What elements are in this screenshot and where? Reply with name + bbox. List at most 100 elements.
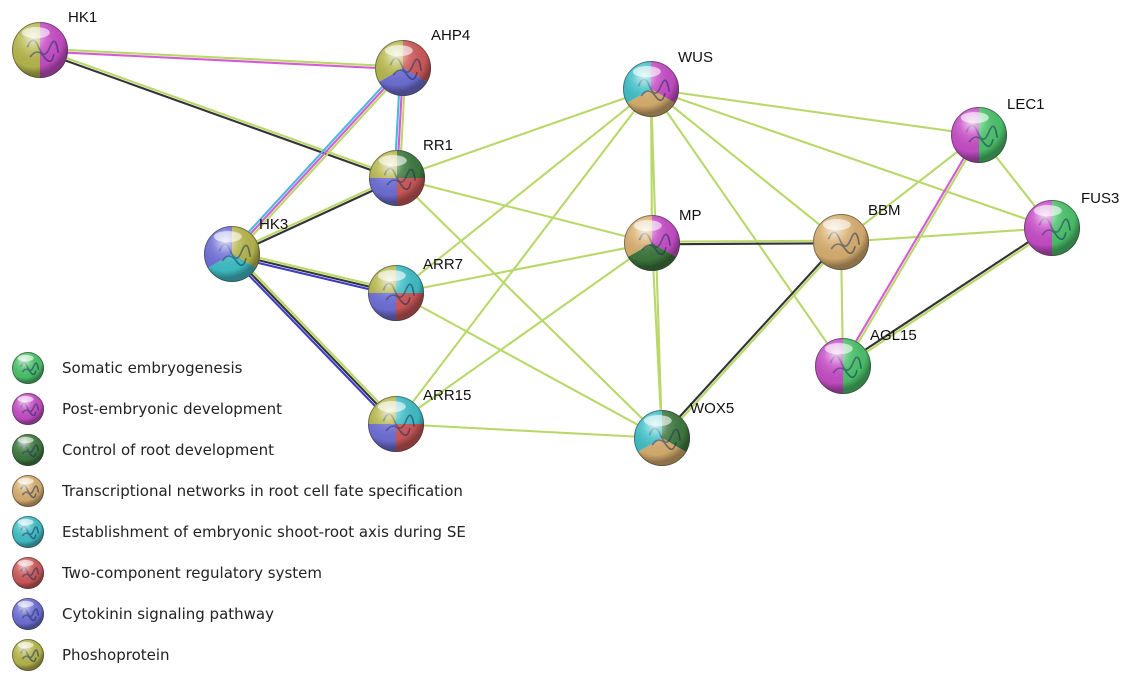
edge-evidence-line [38, 50, 404, 71]
edge-evidence-line [650, 242, 843, 246]
edge-MP-BBM [650, 239, 843, 246]
edge-BBM-FUS3 [839, 226, 1054, 244]
edge-HK3-ARR15 [229, 251, 399, 427]
protein-node-icon [813, 214, 869, 270]
legend-label: Two-component regulatory system [62, 564, 322, 582]
protein-node-icon [623, 61, 679, 117]
protein-node-icon [369, 150, 425, 206]
edge-evidence-line [230, 66, 405, 256]
node-fus3[interactable]: FUS3 [1024, 190, 1119, 256]
edge-BBM-LEC1 [839, 133, 981, 244]
edge-HK3-ARR7 [230, 250, 398, 297]
edge-ARR7-WOX5 [394, 291, 664, 440]
edge-evidence-line [394, 87, 653, 426]
edge-evidence-line [230, 255, 397, 297]
protein-node-icon [12, 22, 68, 78]
legend-item: Two-component regulatory system [10, 555, 530, 596]
protein-node-icon [375, 40, 432, 97]
node-label: FUS3 [1081, 190, 1119, 207]
protein-node-icon [815, 338, 871, 394]
node-arr7[interactable]: ARR7 [368, 256, 463, 321]
edge-evidence-line [839, 226, 1054, 244]
edge-evidence-line [229, 254, 396, 427]
legend-item: Somatic embryogenesis [10, 350, 530, 391]
edge-WUS-FUS3 [649, 87, 1054, 230]
legend-swatch-icon [12, 475, 44, 507]
legend-label: Transcriptional networks in root cell fa… [62, 482, 463, 500]
edge-HK3-RR1 [230, 175, 399, 257]
node-label: BBM [868, 202, 901, 219]
edge-evidence-line [649, 87, 981, 137]
node-rr1[interactable]: RR1 [369, 137, 453, 206]
edge-HK1-AHP4 [38, 47, 405, 71]
edge-evidence-line [394, 241, 654, 426]
edge-evidence-line [843, 134, 982, 368]
node-label: WOX5 [690, 400, 734, 417]
legend-item: Transcriptional networks in root cell fa… [10, 473, 530, 514]
edge-evidence-line [395, 176, 664, 440]
node-hk1[interactable]: HK1 [12, 9, 97, 78]
legend-label: Establishment of embryonic shoot-root ax… [62, 523, 466, 541]
edge-evidence-line [650, 239, 843, 243]
node-lec1[interactable]: LEC1 [951, 96, 1045, 163]
node-label: RR1 [423, 137, 453, 154]
node-label: MP [679, 207, 702, 224]
node-bbm[interactable]: BBM [813, 202, 901, 270]
edge-BBM-WOX5 [659, 240, 844, 440]
edge-evidence-line [230, 175, 398, 254]
node-label: HK3 [259, 216, 288, 233]
edge-evidence-line [841, 225, 1053, 366]
node-label: WUS [678, 49, 713, 66]
edges-layer [38, 47, 1054, 440]
protein-node-icon [368, 265, 424, 321]
edge-RR1-WUS [395, 87, 653, 180]
protein-node-icon [634, 410, 691, 467]
edge-ARR7-MP [394, 241, 654, 295]
edge-WUS-AGL15 [649, 87, 845, 368]
protein-node-icon [204, 226, 260, 283]
node-hk3[interactable]: HK3 [204, 216, 288, 283]
protein-node-icon [368, 396, 424, 452]
edge-evidence-line [395, 176, 654, 245]
edge-ARR15-WOX5 [394, 422, 664, 440]
node-agl15[interactable]: AGL15 [815, 327, 917, 394]
legend-swatch-icon [12, 557, 44, 589]
legend-swatch-icon [12, 434, 44, 466]
edge-evidence-line [231, 250, 398, 292]
legend-label: Post-embryonic development [62, 400, 283, 418]
edge-evidence-line [231, 178, 399, 257]
edge-evidence-line [230, 252, 398, 295]
edge-evidence-line [394, 87, 653, 295]
node-ahp4[interactable]: AHP4 [375, 27, 470, 97]
edge-evidence-line [229, 65, 403, 254]
edge-LEC1-AGL15 [840, 133, 982, 368]
edge-evidence-line [39, 47, 399, 178]
node-label: ARR7 [423, 256, 463, 273]
edge-evidence-line [650, 241, 664, 440]
protein-node-icon [624, 215, 680, 272]
node-label: ARR15 [423, 387, 471, 404]
node-label: HK1 [68, 9, 97, 26]
edge-evidence-line [232, 68, 406, 257]
edge-evidence-line [840, 133, 979, 367]
node-mp[interactable]: MP [624, 207, 702, 272]
legend-swatch-icon [12, 516, 44, 548]
edge-WUS-BBM [649, 87, 843, 244]
edge-RR1-WOX5 [395, 176, 664, 440]
edge-evidence-line [659, 240, 842, 439]
edge-evidence-line [394, 422, 664, 440]
edge-evidence-line [649, 87, 845, 368]
edge-AHP4-HK3 [229, 65, 406, 257]
legend-swatch-icon [12, 598, 44, 630]
edge-evidence-line [661, 241, 844, 440]
legend-label: Cytokinin signaling pathway [62, 605, 274, 623]
edge-FUS3-AGL15 [841, 225, 1054, 369]
edge-ARR7-WUS [394, 87, 653, 295]
edge-evidence-line [395, 87, 653, 180]
node-arr15[interactable]: ARR15 [368, 387, 471, 452]
node-wox5[interactable]: WOX5 [634, 400, 734, 467]
node-wus[interactable]: WUS [623, 49, 713, 117]
